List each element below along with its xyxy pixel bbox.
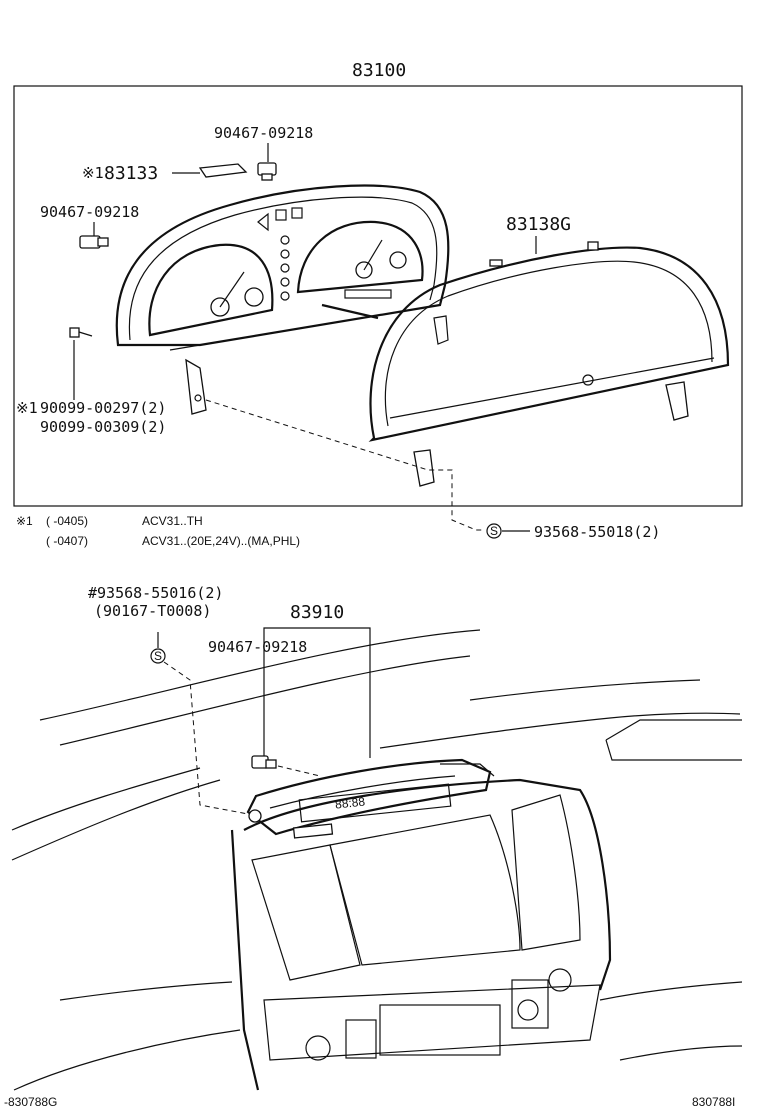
trip-knob [321,303,379,320]
note-1-mark: ※1 [16,514,33,528]
screw-symbol-right-letter: S [490,524,498,538]
bulb-socket-left [79,235,109,249]
clock-display-unit: 88:88 [246,758,495,839]
footer-right-code: 830788I [692,1095,735,1109]
screw-symbol-right [486,523,502,539]
clock-screw-symbol [150,648,166,664]
clock-bracket-line [263,627,371,760]
right-gauge [296,220,424,294]
note-line-1: ※1 ( -0405) ACV31..TH [16,514,203,528]
right-gauge-small-knob [389,251,407,269]
footer-left-code: -830788G [4,1095,57,1109]
meter-panel-sheet [198,163,248,178]
meter-panel-mark: ※1 [82,164,104,182]
glass-bracket-bottom [413,449,435,487]
screw-left [69,327,93,338]
main-assembly-number: 83100 [352,60,406,81]
glass-label: 83138G [506,214,571,235]
left-gauge-needle [219,271,245,308]
clock-bulb-label: 90467-09218 [208,638,307,656]
glass-bracket-right [665,381,689,421]
left-gauge-small-knob [244,287,264,307]
clock-screw-dashed-path [163,661,249,815]
note-line-2: ( -0407) ACV31..(20E,24V)..(MA,PHL) [46,534,300,548]
clock-bulb-dashed [277,765,321,777]
left-gauge [148,243,274,337]
note-2-range: ( -0407) [46,534,88,548]
bulb-label-top: 90467-09218 [214,124,313,142]
clock-assembly-number: 83910 [290,602,344,623]
clock-display-text: 88:88 [334,794,366,811]
screw-label-1-mark: ※1 [16,399,38,417]
meter-panel-label: 83133 [104,163,158,184]
screw-label-1: 90099-00297(2) [40,399,166,417]
combination-meter [115,184,450,415]
clock-screw-label: #93568-55016(2) [88,584,223,602]
note-1-spec: ACV31..TH [142,514,203,528]
meter-group-frame [13,85,743,507]
note-1-range: ( -0405) [46,514,88,528]
bulb-label-left: 90467-09218 [40,203,139,221]
meter-bracket [185,358,207,415]
bulb-socket-top [257,162,277,181]
meter-glass [368,241,730,487]
clock-screw-alt: (90167-T0008) [94,602,211,620]
dashboard-outline [11,629,743,1091]
right-gauge-needle [363,239,383,271]
screw-dashed-path [205,399,484,531]
screw-label-2: 90099-00309(2) [40,418,166,436]
clock-screw-symbol-letter: S [154,649,162,663]
screw-right-label: 93568-55018(2) [534,523,660,541]
clock-bulb-socket [251,755,277,769]
note-2-spec: ACV31..(20E,24V)..(MA,PHL) [142,534,300,548]
